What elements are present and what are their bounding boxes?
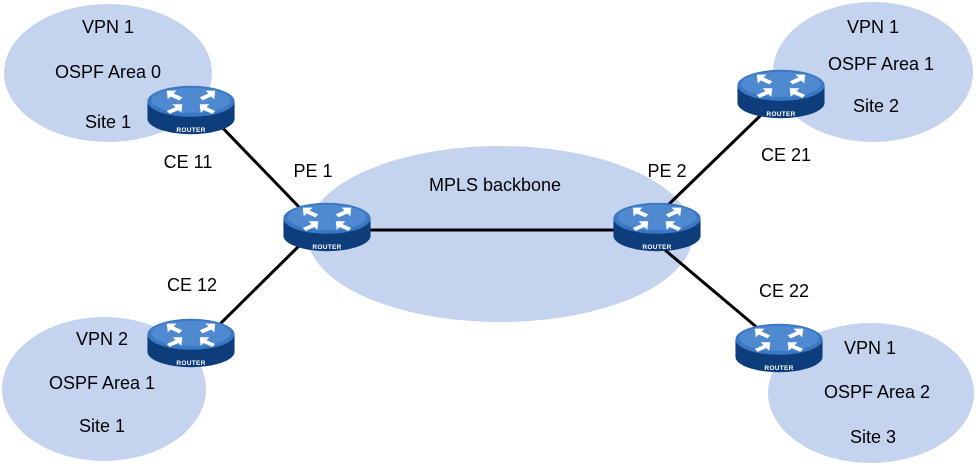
links [213, 114, 762, 332]
site-area-label: OSPF Area 0 [55, 62, 161, 82]
router-label-ce11: CE 11 [164, 152, 213, 172]
mpls-backbone-label: MPLS backbone [429, 175, 561, 195]
link-ce12-pe1 [216, 238, 307, 328]
router-pe2[interactable]: ROUTER [613, 202, 701, 252]
router-ce22[interactable]: ROUTER [735, 323, 823, 373]
link-pe2-ce22 [663, 248, 762, 332]
site-name-label: Site 1 [79, 416, 125, 436]
site-area-label: OSPF Area 1 [49, 373, 155, 393]
site-vpn-label: VPN 2 [76, 329, 128, 349]
router-ce11[interactable]: ROUTER [147, 85, 235, 135]
link-ce11-pe1 [213, 118, 302, 210]
router-label-ce12: CE 12 [167, 275, 217, 295]
router-label-pe2: PE 2 [647, 161, 686, 181]
router-label-ce22: CE 22 [759, 281, 809, 301]
router-ce21[interactable]: ROUTER [737, 69, 825, 119]
site-area-label: OSPF Area 2 [824, 382, 930, 402]
router-caption: ROUTER [766, 111, 795, 118]
router-caption: ROUTER [642, 244, 671, 251]
router-pe1[interactable]: ROUTER [283, 202, 371, 252]
site-vpn-label: VPN 1 [82, 17, 134, 37]
router-caption: ROUTER [176, 360, 205, 367]
site-vpn-label: VPN 1 [847, 17, 899, 37]
router-ce12[interactable]: ROUTER [147, 318, 235, 368]
mpls-backbone-cloud: MPLS backbone [307, 146, 693, 322]
router-label-pe1: PE 1 [293, 161, 332, 181]
router-label-ce21: CE 21 [761, 145, 811, 165]
router-caption: ROUTER [764, 365, 793, 372]
site-vpn-label: VPN 1 [844, 338, 896, 358]
router-caption: ROUTER [312, 244, 341, 251]
site-name-label: Site 1 [85, 112, 131, 132]
router-caption: ROUTER [176, 127, 205, 134]
site-name-label: Site 3 [850, 427, 896, 447]
site-area-label: OSPF Area 1 [828, 54, 934, 74]
link-pe2-ce21 [663, 114, 762, 210]
site-cloud-vpn1-area1: VPN 1 OSPF Area 1 Site 2 [773, 2, 973, 142]
site-name-label: Site 2 [853, 96, 899, 116]
